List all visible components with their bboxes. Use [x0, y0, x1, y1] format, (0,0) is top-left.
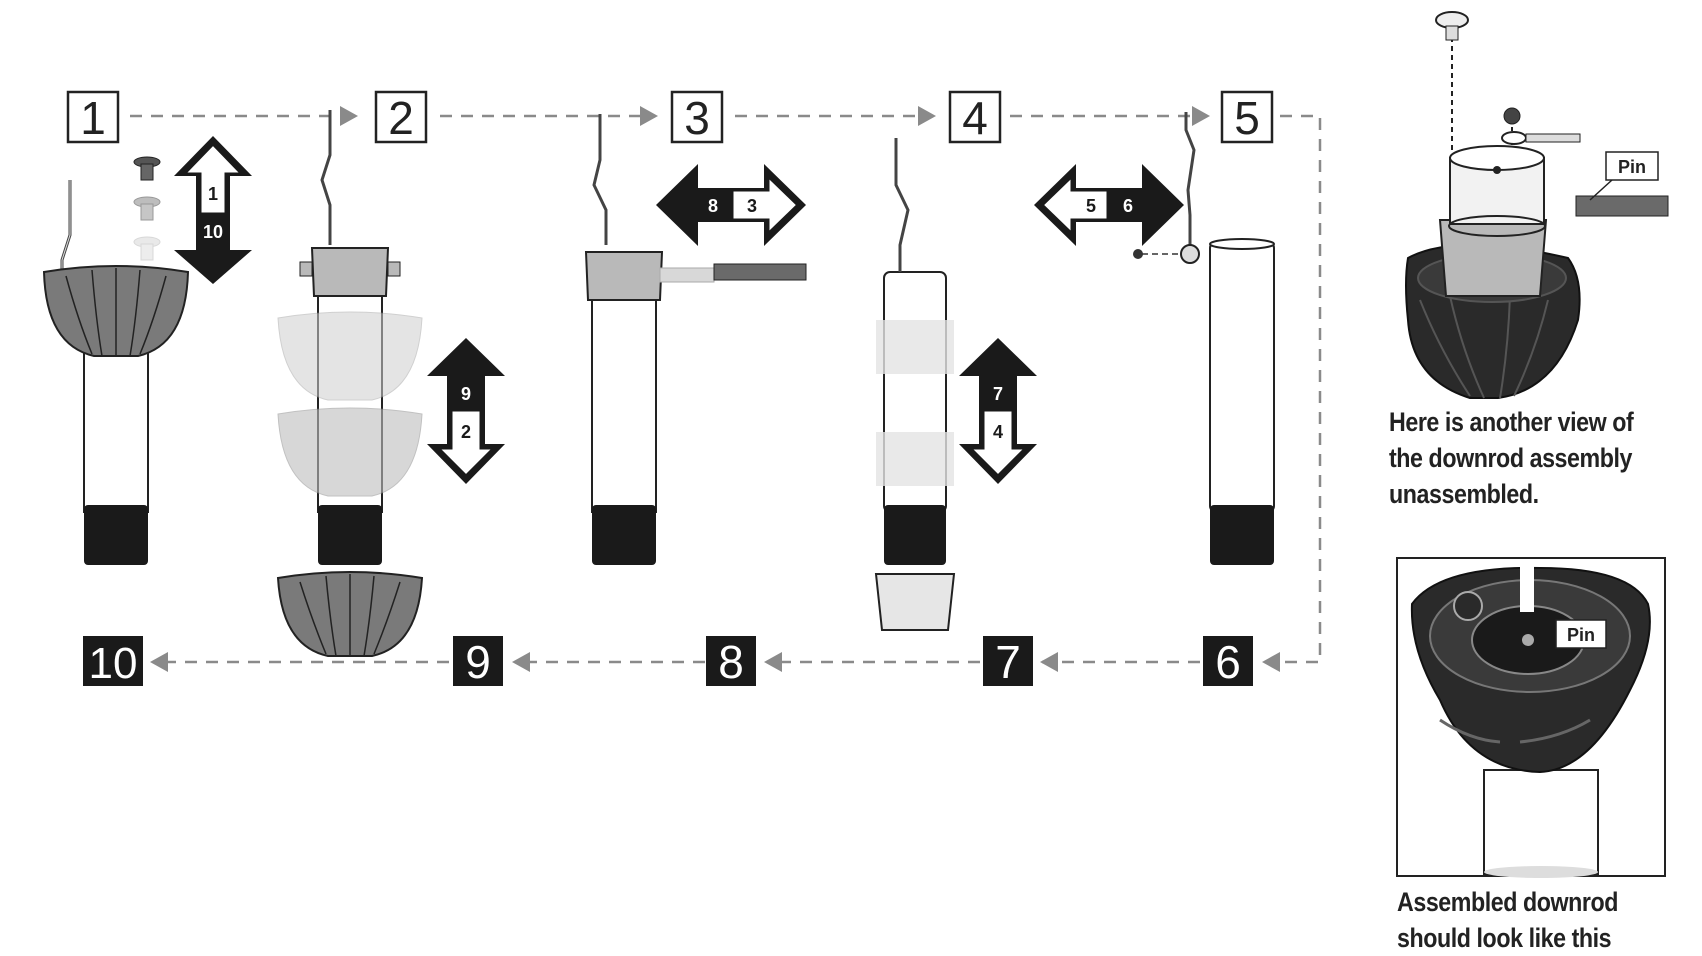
- step-box-3: 3: [670, 90, 724, 144]
- arrow-label: 10: [203, 222, 223, 242]
- double-arrow-b: 9 2: [427, 338, 505, 484]
- step-box-1: 1: [66, 90, 120, 144]
- step-number: 1: [80, 92, 106, 144]
- arrow-label: 7: [993, 384, 1003, 404]
- double-arrow-d: 7 4: [959, 338, 1037, 484]
- caption-line: the downrod assembly: [1389, 443, 1633, 473]
- caption-line: Assembled downrod: [1397, 887, 1619, 917]
- step-number: 4: [962, 92, 988, 144]
- flow-lines: [130, 114, 1322, 664]
- step-number: 5: [1234, 92, 1260, 144]
- pin-label: Pin: [1618, 157, 1646, 177]
- screw-icon: [133, 196, 161, 221]
- screw-icon: [1435, 11, 1469, 41]
- flow-arrowheads: [150, 106, 1280, 672]
- screw-icon: [133, 156, 161, 181]
- pin-label: Pin: [1567, 625, 1595, 645]
- step-box-4: 4: [948, 90, 1002, 144]
- step-box-7: 7: [983, 636, 1033, 688]
- caption-assembled: Assembled downrod should look like this: [1397, 884, 1618, 956]
- assembly-1: [42, 156, 190, 565]
- step-box-5: 5: [1220, 90, 1274, 144]
- side-view-unassembled: Pin: [1405, 11, 1669, 399]
- arrow-label: 2: [461, 422, 471, 442]
- step-number: 2: [388, 92, 414, 144]
- step-number: 7: [995, 636, 1021, 688]
- caption-line: Here is another view of: [1389, 407, 1634, 437]
- arrow-label: 6: [1123, 196, 1133, 216]
- pin-icon: [1575, 195, 1669, 217]
- assembly-5: [1133, 112, 1275, 565]
- assembly-3: [584, 114, 807, 565]
- step-box-9: 9: [453, 636, 503, 688]
- screw-icon: [133, 236, 161, 261]
- arrow-label: 9: [461, 384, 471, 404]
- arrow-label: 3: [747, 196, 757, 216]
- double-arrow-a: 1 10: [174, 136, 252, 284]
- step-number: 9: [465, 636, 491, 688]
- pin-icon: [713, 263, 807, 281]
- assembly-4: [874, 138, 956, 631]
- caption-line: unassembled.: [1389, 479, 1539, 509]
- step-box-8: 8: [706, 636, 756, 688]
- step-box-2: 2: [374, 90, 428, 144]
- step-number: 3: [684, 92, 710, 144]
- caption-other-view: Here is another view of the downrod asse…: [1389, 404, 1634, 512]
- arrow-label: 8: [708, 196, 718, 216]
- step-box-10: 10: [83, 636, 143, 688]
- pin-callout: Pin: [1589, 151, 1659, 201]
- arrow-label: 1: [208, 184, 218, 204]
- step-number: 6: [1215, 636, 1241, 688]
- double-arrow-e: 5 6: [1034, 164, 1184, 246]
- pin-callout: Pin: [1555, 619, 1607, 649]
- arrow-label: 5: [1086, 196, 1096, 216]
- step-number: 10: [89, 639, 138, 688]
- caption-line: should look like this: [1397, 923, 1612, 953]
- step-number: 8: [718, 636, 744, 688]
- step-box-6: 6: [1203, 636, 1253, 688]
- side-view-assembled: Pin: [1396, 557, 1666, 878]
- double-arrow-c: 8 3: [656, 164, 806, 246]
- arrow-label: 4: [993, 422, 1003, 442]
- screw-icon: [1133, 249, 1143, 259]
- assembly-2: [276, 110, 424, 657]
